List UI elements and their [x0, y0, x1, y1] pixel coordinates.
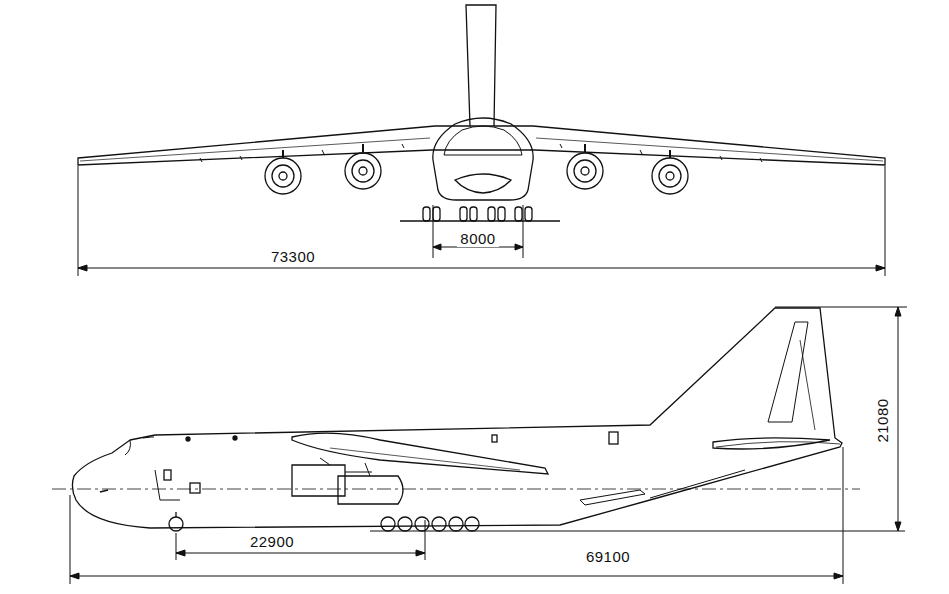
dimension-label: 73300 [268, 248, 318, 265]
dimension-label: 22900 [247, 533, 297, 550]
dimension-label: 21080 [874, 395, 891, 445]
dimension-label: 69100 [583, 548, 633, 565]
dimension-label: 8000 [457, 230, 498, 247]
